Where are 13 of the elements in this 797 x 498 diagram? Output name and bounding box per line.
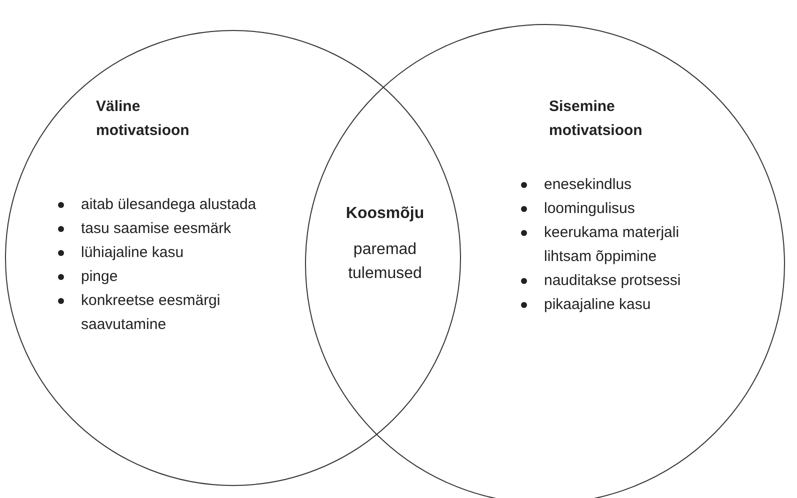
list-item: enesekindlus	[544, 175, 632, 195]
list-item: pikaajaline kasu	[544, 295, 651, 315]
overlap-heading: Koosmõju	[346, 204, 424, 224]
list-item: lühiajaline kasu	[81, 243, 184, 263]
list-item: aitab ülesandega alustada	[81, 195, 256, 215]
overlap-text: paremad tulemused	[347, 240, 423, 284]
list-item: tasu saamise eesmärk	[81, 219, 232, 239]
circle-heading: Väline motivatsioon	[96, 97, 190, 141]
list-item: nauditakse protsessi	[544, 271, 681, 291]
circle-heading: Sisemine motivatsioon	[549, 97, 644, 141]
list-item: loomingulisus	[544, 199, 635, 219]
list-item: pinge	[81, 267, 118, 287]
list-item: konkreetse eesmärgi saavutamine	[81, 291, 222, 335]
